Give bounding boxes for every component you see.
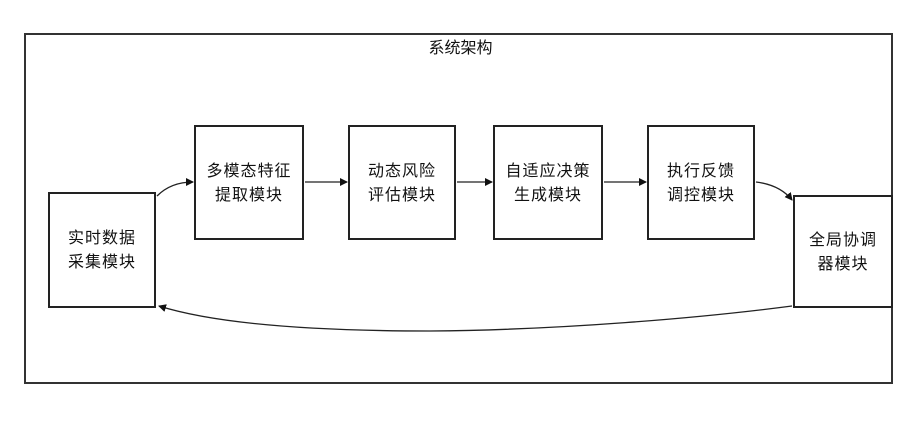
edge-arrow xyxy=(157,182,193,196)
edge-arrow xyxy=(159,306,792,331)
edge-arrow xyxy=(756,182,792,200)
